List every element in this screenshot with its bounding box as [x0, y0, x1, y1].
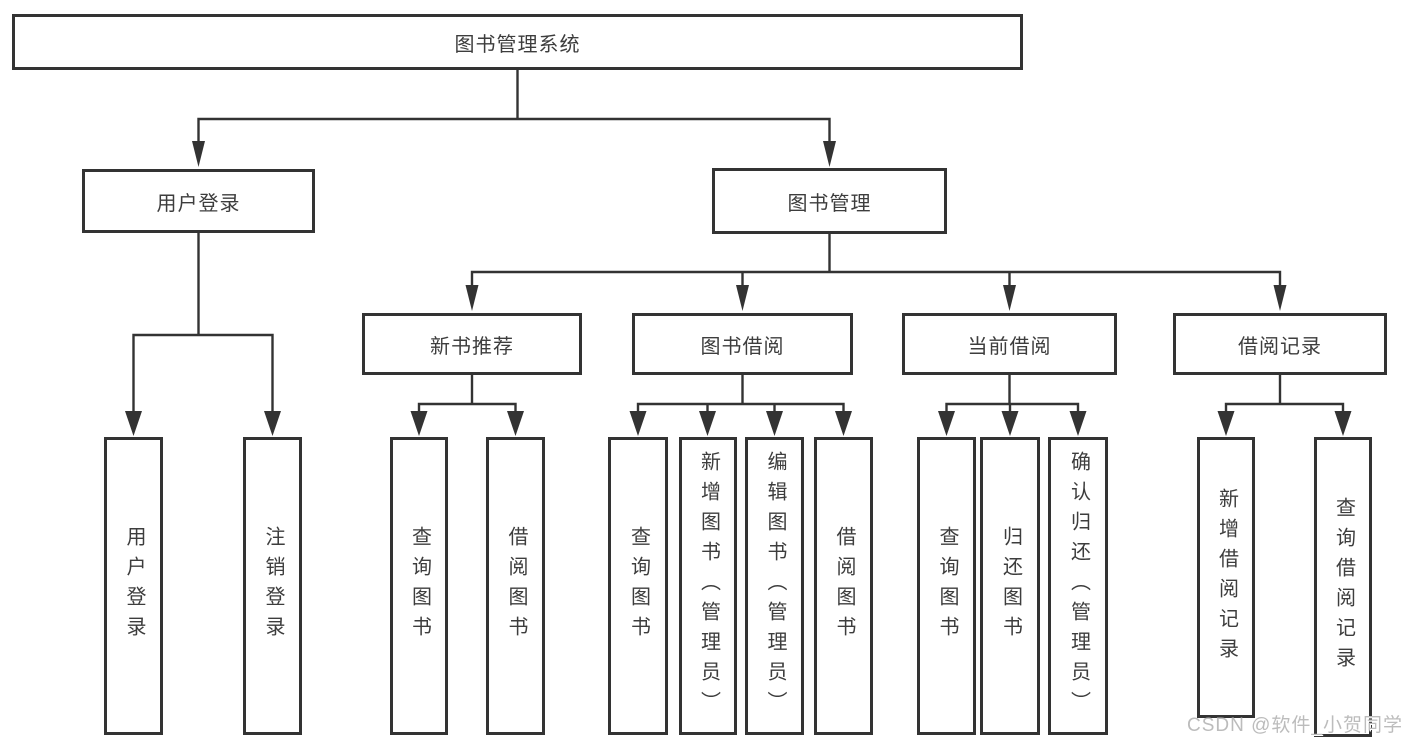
- leaf-query-book-borrowing: 查询图书: [608, 437, 668, 735]
- node-book-management: 图书管理: [712, 168, 947, 234]
- leaf-borrow-book-borrowing: 借阅图书: [814, 437, 873, 735]
- node-label: 查询图书: [936, 526, 958, 646]
- node-label: 注销登录: [262, 526, 284, 646]
- leaf-return-book: 归还图书: [980, 437, 1040, 735]
- node-label: 图书管理: [787, 192, 872, 215]
- node-label: 借阅图书: [505, 526, 527, 646]
- node-label: 新书推荐: [430, 335, 514, 358]
- node-label: 查询图书: [408, 526, 431, 646]
- node-user-login: 用户登录: [82, 169, 315, 233]
- node-label: 新增借阅记录: [1215, 487, 1238, 668]
- node-borrowing-records: 借阅记录: [1173, 313, 1387, 375]
- leaf-user-login: 用户登录: [104, 437, 163, 735]
- node-label: 借阅记录: [1238, 335, 1322, 358]
- leaf-borrow-book-recommend: 借阅图书: [486, 437, 545, 735]
- node-current-borrowing: 当前借阅: [902, 313, 1117, 375]
- node-label: 归还图书: [999, 526, 1022, 646]
- leaf-query-book-current: 查询图书: [917, 437, 976, 735]
- node-library-management-system: 图书管理系统: [12, 14, 1023, 70]
- leaf-query-borrow-record: 查询借阅记录: [1314, 437, 1372, 737]
- node-label: 新增图书（管理员）: [697, 451, 720, 721]
- leaf-confirm-return-admin: 确认归还（管理员）: [1048, 437, 1108, 735]
- node-new-book-recommend: 新书推荐: [362, 313, 582, 375]
- node-label: 查询图书: [627, 526, 650, 646]
- leaf-add-borrow-record: 新增借阅记录: [1197, 437, 1255, 718]
- node-book-borrowing: 图书借阅: [632, 313, 853, 375]
- node-label: 图书借阅: [700, 335, 785, 358]
- node-label: 查询借阅记录: [1332, 497, 1355, 677]
- node-label: 用户登录: [156, 192, 241, 215]
- leaf-logout: 注销登录: [243, 437, 302, 735]
- connector-segments: [132, 69, 1345, 415]
- leaf-query-book-recommend: 查询图书: [390, 437, 448, 735]
- leaf-add-book-admin: 新增图书（管理员）: [679, 437, 737, 735]
- node-label: 编辑图书（管理员）: [764, 451, 786, 721]
- csdn-watermark: CSDN @软件_小贺同学: [1187, 715, 1403, 736]
- node-label: 借阅图书: [833, 526, 855, 646]
- leaf-edit-book-admin: 编辑图书（管理员）: [745, 437, 804, 735]
- node-label: 当前借阅: [967, 335, 1052, 358]
- arrowhead-triangles: [125, 141, 1352, 436]
- node-label: 确认归还（管理员）: [1067, 451, 1090, 721]
- node-label: 图书管理系统: [454, 33, 581, 56]
- node-label: 用户登录: [123, 526, 145, 646]
